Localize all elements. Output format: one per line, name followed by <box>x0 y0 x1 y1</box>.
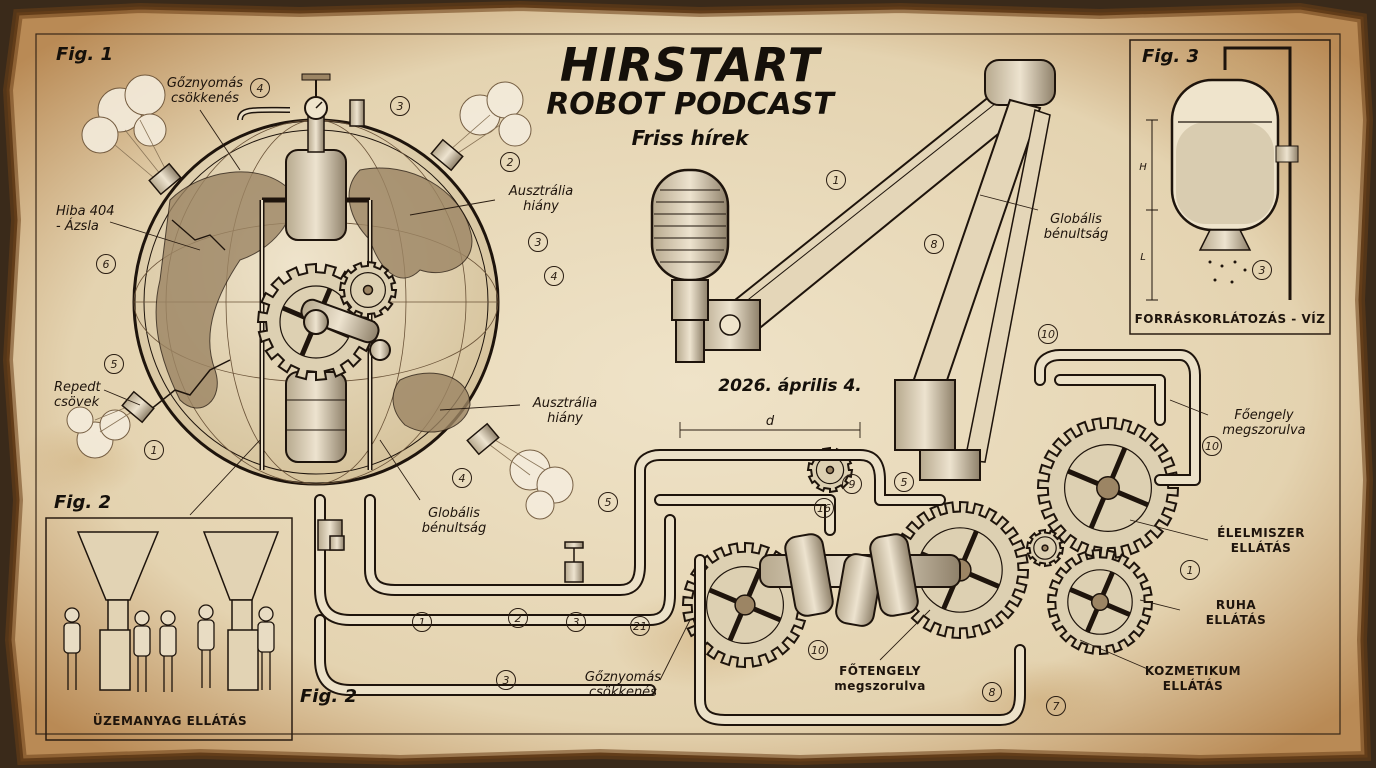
callout: 3 <box>566 612 586 632</box>
title-line-2: ROBOT PODCAST <box>546 87 834 122</box>
gear-icon <box>338 260 398 320</box>
callout: 10 <box>1038 324 1058 344</box>
microphone-icon <box>650 59 1056 481</box>
subtitle: Friss hírek <box>631 126 749 150</box>
label-foengely-bottom: FŐTENGELY megszorulva <box>834 664 926 693</box>
callout: 3 <box>390 96 410 116</box>
callout: 4 <box>250 78 270 98</box>
label-repedt-csovek: Repedt csövek <box>54 380 101 410</box>
callout: 2 <box>500 152 520 172</box>
callout: 10 <box>808 640 828 660</box>
label-ruha: RUHA ELLÁTÁS <box>1205 598 1267 627</box>
callout: 21 <box>630 616 650 636</box>
callout: 1 <box>826 170 846 190</box>
label-elelmiszer: ÉLELMISZER ELLÁTÁS <box>1217 526 1305 555</box>
label-forraskorlatozas: FORRÁSKORLÁTOZÁS - VÍZ <box>1134 312 1326 326</box>
dimension-d: d <box>765 414 775 429</box>
callout: 10 <box>1202 436 1222 456</box>
date-label: 2026. április 4. <box>718 376 862 396</box>
callout: 4 <box>452 468 472 488</box>
callout: 16 <box>814 498 834 518</box>
people-queue <box>63 604 275 692</box>
title-line-1: HIRSTART <box>559 38 821 92</box>
label-globalis-left: Globális bénultság <box>421 506 487 536</box>
callout: 8 <box>982 682 1002 702</box>
callout: 5 <box>104 354 124 374</box>
callout: 1 <box>1180 560 1200 580</box>
fig2-label-bottom: Fig. 2 <box>300 686 357 707</box>
callout: 8 <box>924 234 944 254</box>
callout: 7 <box>1046 696 1066 716</box>
label-goznyomas-top: Gőznyomás csökkenés <box>166 76 244 106</box>
callout: 1 <box>412 612 432 632</box>
gear-icon <box>1025 528 1065 568</box>
crankshaft <box>759 533 961 627</box>
dimension-h: H <box>1139 162 1147 173</box>
callout: 5 <box>598 492 618 512</box>
label-foengely-right: Főengely megszorulva <box>1222 408 1306 438</box>
funnel-icon <box>76 531 280 691</box>
callout: 5 <box>894 472 914 492</box>
callout: 9 <box>842 474 862 494</box>
dimension-l: L <box>1140 252 1146 263</box>
fig3-label: Fig. 3 <box>1142 46 1199 67</box>
water-tank-icon <box>1146 46 1299 301</box>
gear-icon <box>1046 548 1154 656</box>
fig2-label: Fig. 2 <box>54 492 111 513</box>
callout: 3 <box>1252 260 1272 280</box>
label-ausztralia-top: Ausztrália hiány <box>508 184 574 214</box>
callout: 4 <box>544 266 564 286</box>
label-goznyomas-bottom: Gőznyomás csökkenés <box>584 670 662 700</box>
label-globalis-right: Globális bénultság <box>1043 212 1109 242</box>
label-ausztralia-bottom: Ausztrália hiány <box>532 396 598 426</box>
label-kozmetikum: KOZMETIKUM ELLÁTÁS <box>1144 664 1242 693</box>
callout: 6 <box>96 254 116 274</box>
callout: 3 <box>528 232 548 252</box>
callout: 1 <box>144 440 164 460</box>
label-hiba-404: Hiba 404 - Ázsla <box>56 204 115 234</box>
label-uzemanyag: ÜZEMANYAG ELLÁTÁS <box>92 714 248 728</box>
callout: 2 <box>508 608 528 628</box>
fig1-label: Fig. 1 <box>56 44 113 65</box>
callout: 3 <box>496 670 516 690</box>
